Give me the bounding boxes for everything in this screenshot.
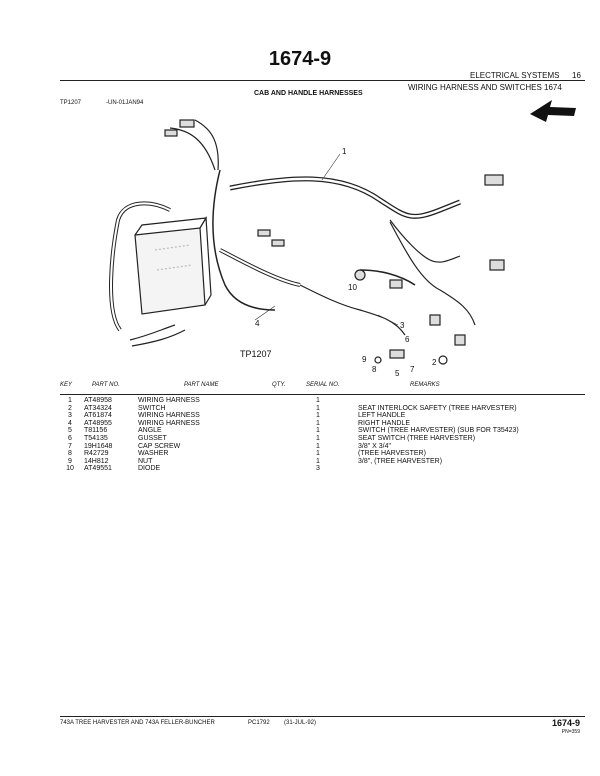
col-remarks: REMARKS: [410, 382, 440, 388]
part-number: 14H812: [84, 457, 109, 465]
callout-1: 1: [342, 147, 347, 156]
table-row: 6 T54135 GUSSET 1 SEAT SWITCH (TREE HARVESTE…: [56, 435, 519, 443]
section-title: ELECTRICAL SYSTEMS: [470, 71, 560, 80]
callout-10: 10: [348, 283, 357, 292]
part-key: 4: [68, 419, 72, 427]
part-number: AT48955: [84, 419, 112, 427]
part-number: T81156: [84, 427, 108, 435]
part-key: 9: [68, 457, 72, 465]
table-row: 10 AT49551 DIODE 3: [56, 465, 519, 473]
callout-7: 7: [410, 365, 415, 374]
part-key: 1: [68, 397, 72, 404]
footer-pn: PN=359: [561, 729, 580, 735]
part-number: 19H1648: [84, 442, 113, 450]
figure-id: TP1207: [60, 100, 82, 106]
part-number: R42729: [84, 450, 109, 458]
table-row: 4 AT48955 WIRING HARNESS 1 RIGHT HANDLE: [56, 420, 519, 428]
wiring-harness-illustration: 1 2 3 4 5 6 7 8 9 10 TP1207: [109, 119, 505, 378]
part-name: GUSSET: [138, 434, 167, 442]
part-qty: 1: [316, 442, 320, 450]
group-title: WIRING HARNESS AND SWITCHES 1674: [408, 83, 562, 92]
callout-2: 2: [432, 358, 437, 367]
part-key: 8: [68, 450, 72, 458]
part-remarks: SEAT INTERLOCK SAFETY (TREE HARVESTER): [358, 404, 517, 412]
callout-5: 5: [395, 369, 400, 378]
part-remarks: [358, 465, 519, 473]
part-number: AT49551: [84, 465, 112, 473]
callout-3: 3: [400, 321, 405, 330]
table-row: 2 AT34324 SWITCH 1 SEAT INTERLOCK SAFETY (TR…: [56, 405, 519, 413]
part-remarks: SEAT SWITCH (TREE HARVESTER): [358, 434, 476, 442]
part-number: T54135: [84, 434, 108, 442]
callout-6: 6: [405, 335, 410, 344]
section-number: 16: [572, 71, 581, 80]
col-qty: QTY.: [272, 382, 286, 388]
part-qty: 1: [316, 397, 320, 404]
part-qty: 1: [316, 434, 320, 442]
part-number: AT48958: [84, 397, 112, 404]
part-remarks: (TREE HARVESTER): [358, 450, 426, 458]
part-name: WASHER: [138, 450, 169, 458]
page-number: 1674-9: [268, 48, 332, 70]
table-row: 9 14H812 NUT 1 3/8", (TREE HARVESTER): [56, 458, 519, 466]
col-serial-no: SERIAL NO.: [306, 382, 340, 388]
table-row: 5 T81156 ANGLE 1 SWITCH (TREE HARVESTER) (SU…: [56, 427, 519, 435]
part-key: 7: [68, 442, 72, 450]
footer-date: (31-JUL-92): [284, 720, 317, 726]
part-key: 6: [68, 434, 72, 442]
table-header-rule: [60, 394, 585, 395]
callout-9: 9: [362, 355, 367, 364]
part-name: SWITCH: [138, 404, 166, 412]
table-row: 8 R42729 WASHER 1 (TREE HARVESTER): [56, 450, 519, 458]
part-remarks: RIGHT HANDLE: [358, 419, 410, 427]
part-key: 3: [68, 412, 72, 420]
part-qty: 1: [316, 412, 320, 420]
footer-rule: [60, 716, 585, 717]
footer-model: 743A TREE HARVESTER AND 743A FELLER-BUNC…: [60, 720, 215, 726]
part-remarks: [358, 397, 519, 405]
part-name: ANGLE: [138, 427, 162, 435]
callout-4: 4: [255, 319, 260, 328]
part-qty: 1: [316, 404, 320, 412]
part-key: 5: [68, 427, 72, 435]
callout-8: 8: [372, 365, 377, 374]
part-name: CAP SCREW: [138, 442, 181, 450]
table-row: 1 AT48958 WIRING HARNESS 1: [56, 397, 519, 405]
direction-arrow-icon: [530, 100, 576, 122]
part-number: AT34324: [84, 404, 112, 412]
part-name: DIODE: [138, 465, 161, 473]
part-qty: 1: [316, 427, 320, 435]
part-qty: 1: [316, 419, 320, 427]
part-number: AT61874: [84, 412, 112, 420]
table-row: 3 AT61874 WIRING HARNESS 1 LEFT HANDLE: [56, 412, 519, 420]
part-remarks: 3/8" X 3/4": [358, 442, 391, 450]
part-qty: 1: [316, 450, 320, 458]
part-name: WIRING HARNESS: [138, 412, 200, 420]
figure-title: CAB AND HANDLE HARNESSES: [254, 90, 363, 97]
part-remarks: 3/8", (TREE HARVESTER): [358, 457, 443, 465]
tp-label: TP1207: [240, 349, 272, 359]
footer-page: 1674-9: [551, 718, 580, 728]
part-name: WIRING HARNESS: [138, 419, 200, 427]
part-qty: 3: [316, 465, 320, 473]
part-key: 10: [66, 465, 74, 473]
col-part-no: PART NO.: [92, 382, 120, 388]
col-part-name: PART NAME: [184, 382, 219, 388]
part-key: 2: [68, 404, 72, 412]
footer-pc: PC1792: [248, 720, 270, 726]
part-name: NUT: [138, 457, 153, 465]
part-remarks: SWITCH (TREE HARVESTER) (SUB FOR T35423): [358, 427, 519, 435]
col-key: KEY: [60, 382, 73, 388]
part-name: WIRING HARNESS: [138, 397, 200, 404]
figure-date: -UN-01JAN94: [106, 100, 144, 106]
part-qty: 1: [316, 457, 320, 465]
table-row: 7 19H1648 CAP SCREW 1 3/8" X 3/4": [56, 443, 519, 451]
part-remarks: LEFT HANDLE: [358, 412, 406, 420]
header-rule: [60, 80, 585, 81]
